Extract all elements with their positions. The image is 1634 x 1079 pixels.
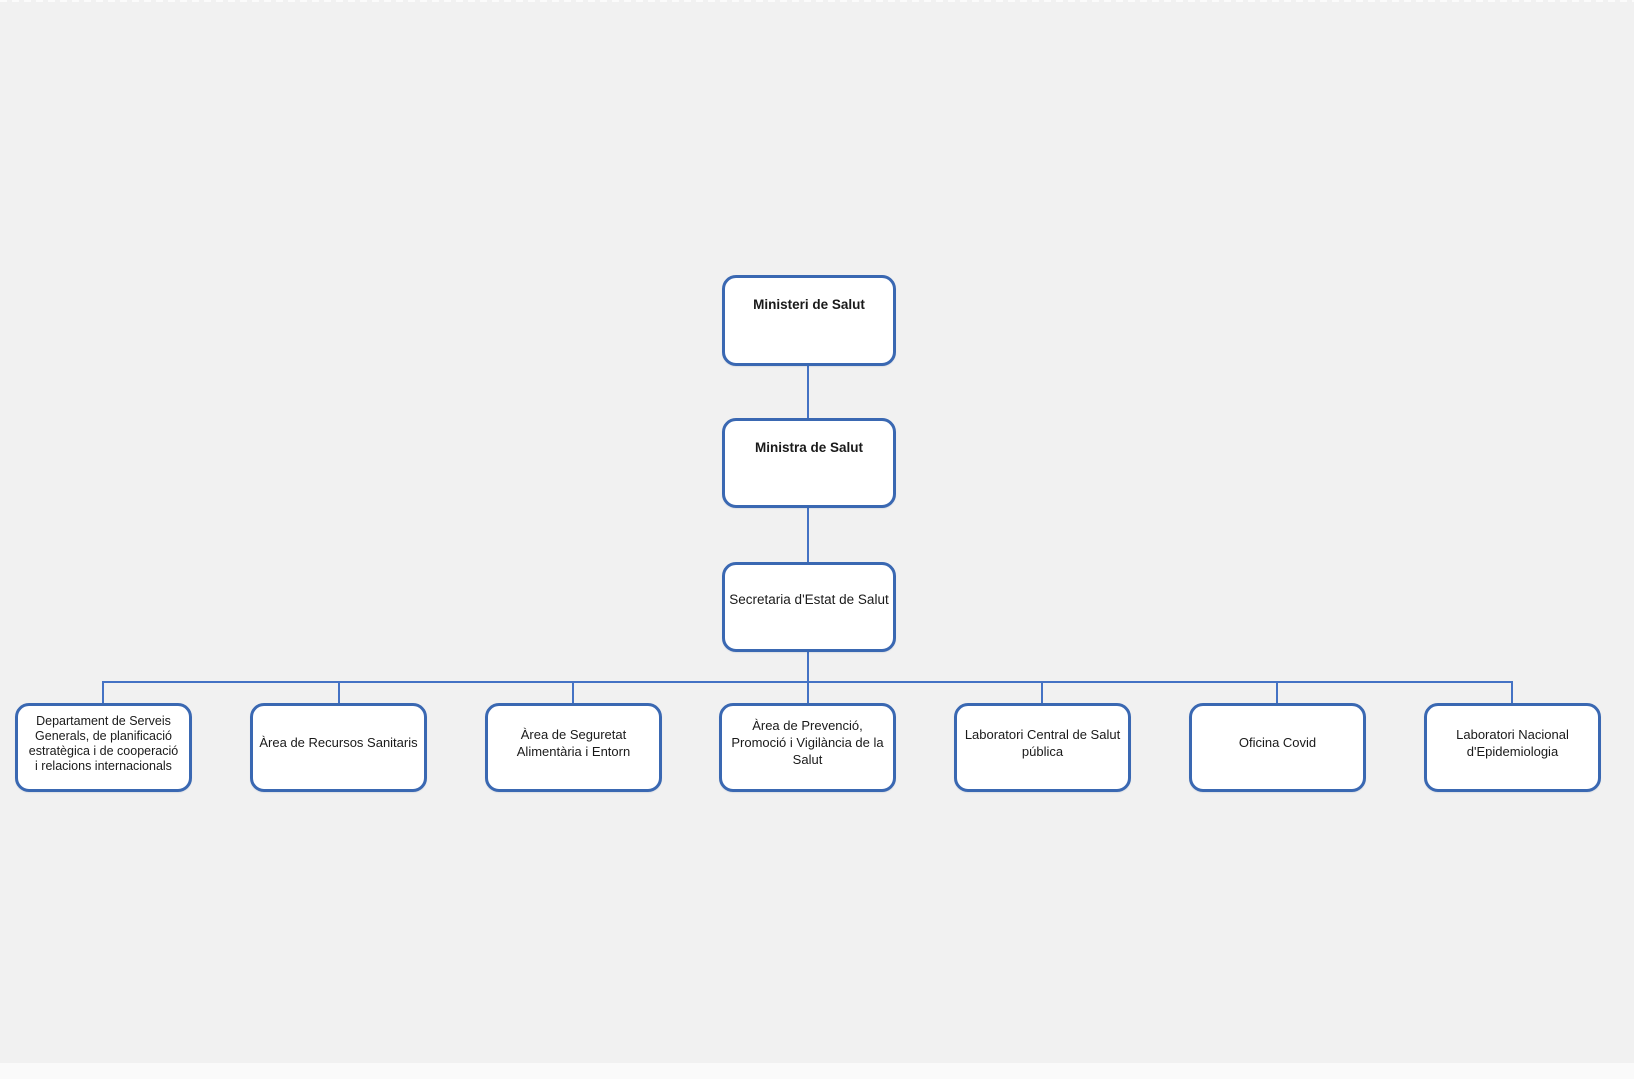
- node-label: Ministra de Salut: [754, 440, 864, 455]
- node-label: Departament de Serveis Generals, de plan…: [28, 713, 179, 773]
- node-laboratori-central-salut-publica: Laboratori Central de Salut pública: [954, 703, 1131, 792]
- node-area-recursos-sanitaris: Àrea de Recursos Sanitaris: [250, 703, 427, 792]
- node-secretaria-estat-salut: Secretaria d'Estat de Salut: [722, 562, 896, 652]
- node-label: Àrea de Prevenció, Promoció i Vigilància…: [731, 718, 884, 767]
- node-label: Laboratori Central de Salut pública: [964, 726, 1121, 759]
- node-label: Secretaria d'Estat de Salut: [729, 591, 889, 607]
- node-ministra-de-salut: Ministra de Salut: [722, 418, 896, 508]
- node-label: Àrea de Seguretat Alimentària i Entorn: [516, 726, 631, 759]
- connector-secretaria-rail: [807, 652, 809, 682]
- node-departament-serveis-generals: Departament de Serveis Generals, de plan…: [15, 703, 192, 792]
- connector-ministeri-ministra: [807, 366, 809, 418]
- page-bottom-strip: [0, 1063, 1634, 1079]
- connector-stub-laboratori-nacional: [1511, 681, 1513, 703]
- connector-ministra-secretaria: [807, 508, 809, 562]
- page-top-hairline: [0, 0, 1634, 2]
- connector-stub-oficina: [1276, 681, 1278, 703]
- node-area-seguretat-alimentaria: Àrea de Seguretat Alimentària i Entorn: [485, 703, 662, 792]
- connector-stub-laboratori-central: [1041, 681, 1043, 703]
- node-label: Àrea de Recursos Sanitaris: [259, 735, 418, 750]
- node-ministeri-de-salut: Ministeri de Salut: [722, 275, 896, 366]
- connector-stub-prevencio: [807, 681, 809, 703]
- node-laboratori-nacional-epidemiologia: Laboratori Nacional d'Epidemiologia: [1424, 703, 1601, 792]
- node-oficina-covid: Oficina Covid: [1189, 703, 1366, 792]
- node-label: Laboratori Nacional d'Epidemiologia: [1456, 726, 1569, 759]
- node-label: Ministeri de Salut: [753, 297, 865, 312]
- node-label: Oficina Covid: [1238, 735, 1317, 750]
- connector-stub-recursos: [338, 681, 340, 703]
- connector-stub-departament: [102, 681, 104, 703]
- node-area-prevencio-promocio-vigilancia: Àrea de Prevenció, Promoció i Vigilància…: [719, 703, 896, 792]
- connector-stub-seguretat: [572, 681, 574, 703]
